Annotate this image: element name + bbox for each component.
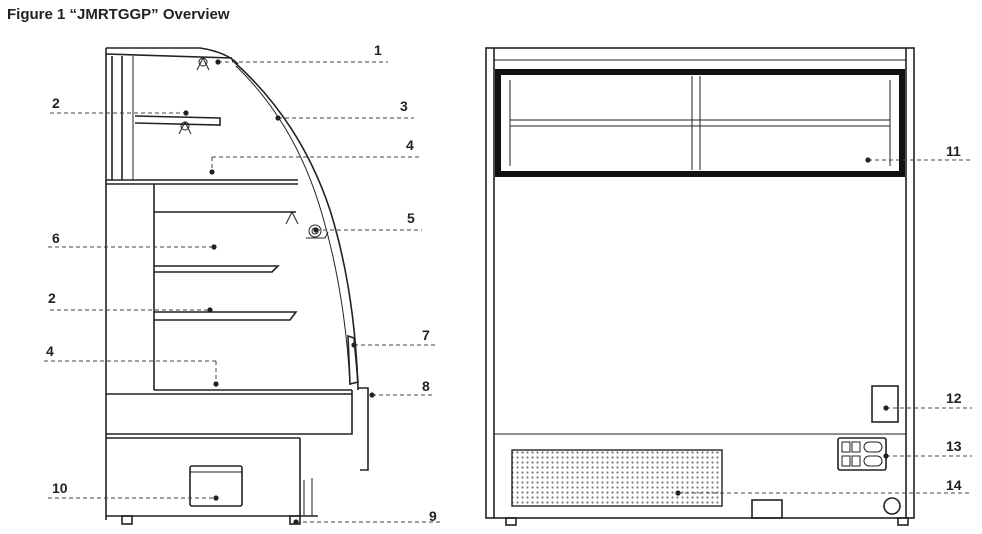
callout-2-upper: 2 [52,95,60,111]
leader-lines [44,59,972,525]
callout-5: 5 [407,210,415,226]
callout-3: 3 [400,98,408,114]
callout-13: 13 [946,438,962,454]
callout-6: 6 [52,230,60,246]
callout-12: 12 [946,390,962,406]
callout-2-lower: 2 [48,290,56,306]
callout-4-lower: 4 [46,343,54,359]
callout-4-upper: 4 [406,137,414,153]
callout-11: 11 [946,143,961,159]
figure-title: Figure 1 “JMRTGGP” Overview [7,6,230,23]
callout-8: 8 [422,378,430,394]
callout-14: 14 [946,477,962,493]
front-view [485,47,915,526]
side-view [105,47,369,525]
callout-1: 1 [374,42,382,58]
callout-9: 9 [429,508,437,524]
callout-7: 7 [422,327,430,343]
callout-10: 10 [52,480,68,496]
callout-numbers: 1 2 3 4 5 6 2 4 7 8 9 10 11 12 13 14 [46,42,962,524]
